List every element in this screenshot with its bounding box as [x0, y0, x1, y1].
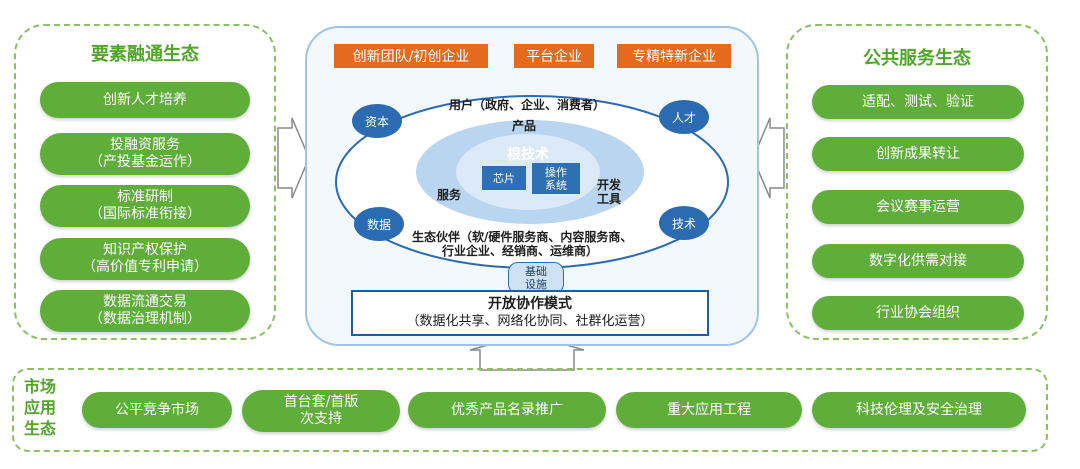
- dev-line1: 开发: [597, 178, 622, 192]
- top-box-specialized[interactable]: 专精特新企业: [617, 44, 731, 68]
- right-item-label: 会议赛事运营: [876, 198, 960, 215]
- node-talent[interactable]: 人才: [659, 100, 709, 134]
- right-item[interactable]: 适配、测试、验证: [812, 85, 1024, 119]
- infra-line2: 设施: [525, 278, 547, 291]
- left-item-line2: （高价值专利申请）: [82, 259, 208, 275]
- bottom-item-line1: 科技伦理及安全治理: [856, 401, 982, 418]
- infra-box[interactable]: 基础 设施: [508, 262, 564, 294]
- dev-tools-label: 开发 工具: [597, 178, 621, 206]
- bottom-item-line1: 首台套/首版: [283, 394, 359, 410]
- top-box-startups[interactable]: 创新团队/初创企业: [334, 44, 488, 68]
- node-data[interactable]: 数据: [354, 207, 404, 241]
- right-item[interactable]: 创新成果转让: [812, 137, 1024, 171]
- bottom-item-line1: 优秀产品名录推广: [451, 401, 563, 418]
- bottom-item[interactable]: 重大应用工程: [616, 392, 802, 428]
- node-capital[interactable]: 资本: [352, 104, 402, 138]
- bottom-label-line1: 市场: [24, 377, 57, 396]
- left-item-line1: 标准研制: [117, 189, 173, 205]
- left-item-line2: （数据治理机制）: [89, 311, 201, 327]
- bottom-panel: 市场 应用 生态: [12, 368, 1048, 452]
- os-line1: 操作: [545, 165, 567, 179]
- left-item[interactable]: 知识产权保护 （高价值专利申请）: [40, 238, 250, 280]
- right-item[interactable]: 数字化供需对接: [812, 244, 1024, 278]
- service-label: 服务: [437, 188, 462, 202]
- bottom-item-line1: 重大应用工程: [667, 401, 751, 418]
- left-item[interactable]: 数据流通交易 （数据治理机制）: [40, 290, 250, 332]
- left-item-line2: （产投基金运作）: [89, 154, 201, 170]
- right-arrow: [752, 117, 785, 199]
- partners-line2: 行业企业、经销商、运维商）: [442, 244, 599, 258]
- left-item-line1: 投融资服务: [110, 137, 180, 153]
- bottom-panel-title: 市场 应用 生态: [24, 376, 56, 439]
- chip-box[interactable]: 芯片: [482, 166, 526, 190]
- left-item-line1: 知识产权保护: [103, 242, 187, 258]
- top-box-platform[interactable]: 平台企业: [514, 44, 594, 68]
- bottom-item[interactable]: 科技伦理及安全治理: [812, 392, 1026, 428]
- right-item-label: 行业协会组织: [876, 304, 960, 321]
- node-tech[interactable]: 技术: [659, 206, 709, 240]
- bottom-item-line2: 次支持: [300, 411, 342, 427]
- right-item-label: 数字化供需对接: [869, 252, 967, 269]
- left-item-line1: 数据流通交易: [103, 294, 187, 310]
- right-item[interactable]: 会议赛事运营: [812, 190, 1024, 224]
- open-collab-subtitle: （数据化共享、网络化协同、社群化运营）: [406, 314, 654, 329]
- bottom-item[interactable]: 首台套/首版 次支持: [242, 390, 400, 432]
- open-collab-box[interactable]: 开放协作模式 （数据化共享、网络化协同、社群化运营）: [351, 290, 709, 336]
- left-item[interactable]: 创新人才培养: [40, 82, 250, 118]
- left-panel-title: 要素融通生态: [91, 44, 199, 65]
- left-item-line1: 创新人才培养: [103, 91, 187, 108]
- partners-line1: 生态伙伴（软/硬件服务商、内容服务商、: [412, 230, 633, 244]
- os-line2: 系统: [545, 178, 567, 192]
- open-collab-title: 开放协作模式: [488, 296, 572, 312]
- right-item-label: 创新成果转让: [876, 145, 960, 162]
- dev-line2: 工具: [597, 192, 622, 206]
- os-box[interactable]: 操作 系统: [532, 163, 580, 194]
- infra-line1: 基础: [525, 265, 547, 278]
- right-panel-title: 公共服务生态: [863, 48, 971, 69]
- users-label: 用户（政府、企业、消费者）: [449, 98, 606, 112]
- chip-label: 芯片: [493, 171, 515, 185]
- right-item[interactable]: 行业协会组织: [812, 296, 1024, 330]
- bottom-item[interactable]: 公平竞争市场: [82, 392, 232, 428]
- bottom-label-line3: 生态: [24, 419, 57, 438]
- partners-label: 生态伙伴（软/硬件服务商、内容服务商、 行业企业、经销商、运维商）: [412, 230, 632, 258]
- product-label: 产品: [512, 119, 537, 133]
- left-item-line2: （国际标准衔接）: [89, 206, 201, 222]
- bottom-label-line2: 应用: [24, 398, 57, 417]
- right-panel: 公共服务生态: [786, 24, 1048, 340]
- left-item[interactable]: 投融资服务 （产投基金运作）: [40, 133, 250, 175]
- root-tech-label: 根技术: [507, 147, 549, 163]
- left-arrow: [277, 117, 310, 199]
- bottom-item[interactable]: 优秀产品名录推广: [408, 392, 606, 428]
- right-item-label: 适配、测试、验证: [862, 93, 974, 110]
- left-panel: 要素融通生态: [14, 24, 276, 340]
- bottom-item-line1: 公平竞争市场: [115, 401, 199, 418]
- left-item[interactable]: 标准研制 （国际标准衔接）: [40, 185, 250, 227]
